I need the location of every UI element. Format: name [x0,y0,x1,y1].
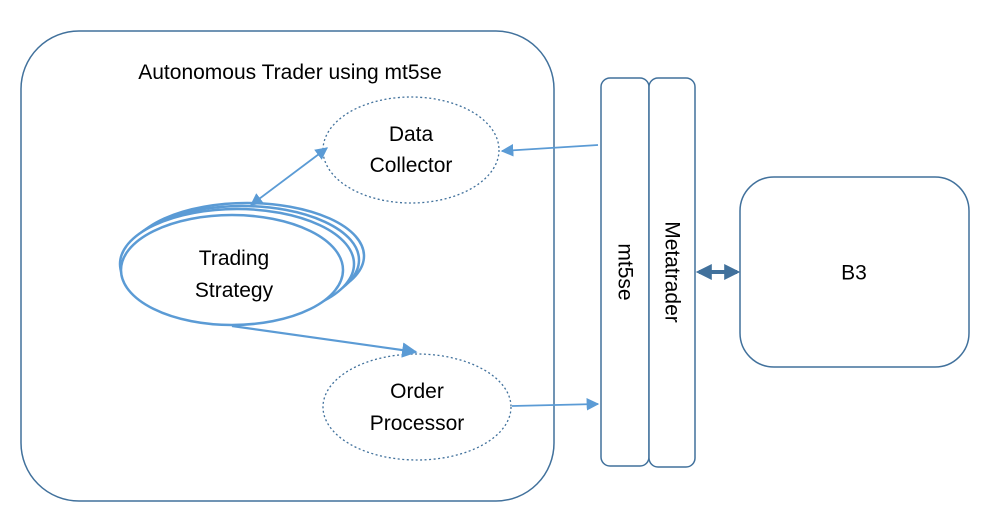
system-title: Autonomous Trader using mt5se [138,61,442,84]
order-processor-node: Order Processor [322,353,512,461]
trading-strategy-ellipse-front [119,213,345,327]
data-collector-node: Data Collector [322,96,500,204]
b3-node: B3 [739,176,970,368]
mt5se-label: mt5se [614,243,637,300]
arrow-trading-strategy-to-order-processor [231,324,418,358]
trading-strategy-label-line1: Trading [199,247,269,270]
trading-strategy-node: Trading Strategy [118,201,366,327]
b3-label: B3 [841,262,867,285]
metatrader-label: Metatrader [661,221,684,323]
metatrader-node: Metatrader [648,77,696,468]
mt5se-node: mt5se [600,77,650,467]
arrow-data-collector-trading-strategy [249,147,329,206]
connectors [231,144,741,411]
data-collector-ellipse [322,96,500,204]
arrow-mt5se-to-data-collector [500,144,599,157]
trading-strategy-label-line2: Strategy [195,279,274,302]
metatrader-box [648,77,696,468]
data-collector-label-line2: Collector [370,154,453,177]
arrow-order-processor-to-mt5se [511,397,600,411]
order-processor-ellipse [322,353,512,461]
order-processor-label-line2: Processor [370,412,465,435]
order-processor-label-line1: Order [390,380,444,403]
data-collector-label-line1: Data [389,123,434,146]
